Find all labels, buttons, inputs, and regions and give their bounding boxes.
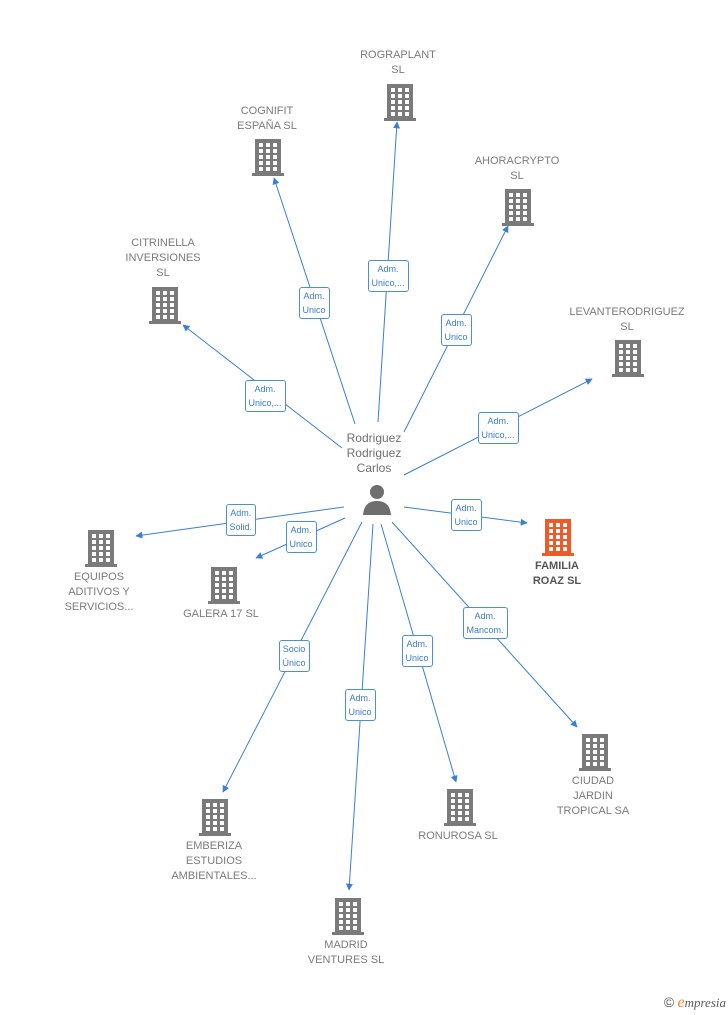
person-name[interactable]: Rodriguez Rodriguez Carlos bbox=[346, 431, 402, 475]
company-name-ciudad[interactable]: CIUDAD JARDIN TROPICAL SA bbox=[556, 775, 630, 817]
building-icon-ciudad[interactable] bbox=[579, 734, 611, 771]
company-name-levanterodriguez[interactable]: LEVANTERODRIGUEZ SL bbox=[569, 306, 685, 333]
company-name-citrinella[interactable]: CITRINELLA INVERSIONES SL bbox=[125, 237, 201, 279]
company-name-ahoracrypto[interactable]: AHORACRYPTO SL bbox=[474, 155, 560, 182]
relation-label-ronurosa[interactable]: Adm. Unico bbox=[401, 635, 433, 667]
relation-label-galera[interactable]: Adm. Unico bbox=[285, 521, 317, 553]
company-name-ronurosa[interactable]: RONUROSA SL bbox=[418, 830, 498, 842]
building-icon-citrinella[interactable] bbox=[149, 287, 181, 324]
company-name-galera[interactable]: GALERA 17 SL bbox=[183, 608, 259, 620]
company-name-cognifit[interactable]: COGNIFIT ESPAÑA SL bbox=[237, 105, 297, 132]
relation-label-emberiza[interactable]: Socio Único bbox=[278, 640, 310, 672]
relation-label-ciudad[interactable]: Adm. Mancom. bbox=[462, 607, 508, 639]
company-name-emberiza[interactable]: EMBERIZA ESTUDIOS AMBIENTALES... bbox=[171, 840, 257, 882]
relation-label-madrid[interactable]: Adm. Unico bbox=[344, 689, 376, 721]
relation-label-levanterodriguez[interactable]: Adm. Unico,... bbox=[477, 412, 519, 444]
building-icon-ahoracrypto[interactable] bbox=[502, 189, 534, 226]
relation-label-equipos[interactable]: Adm. Solid. bbox=[225, 504, 257, 536]
relation-label-citrinella[interactable]: Adm. Unico,... bbox=[244, 380, 286, 412]
relation-label-cognifit[interactable]: Adm. Unico bbox=[298, 287, 330, 319]
empresia-logo-text: mpresia bbox=[684, 995, 726, 1010]
company-name-familia[interactable]: FAMILIA ROAZ SL bbox=[532, 560, 582, 587]
relation-label-rograplant[interactable]: Adm. Unico,... bbox=[367, 260, 409, 292]
copyright-icon: © bbox=[663, 994, 675, 1010]
building-icon-ronurosa[interactable] bbox=[444, 789, 476, 826]
building-icon-galera[interactable] bbox=[208, 567, 240, 604]
building-icon-madrid[interactable] bbox=[332, 898, 364, 935]
person-icon[interactable] bbox=[363, 485, 391, 515]
building-icon-cognifit[interactable] bbox=[252, 139, 284, 176]
company-name-equipos[interactable]: EQUIPOS ADITIVOS Y SERVICIOS... bbox=[64, 571, 134, 613]
building-icon-equipos[interactable] bbox=[85, 530, 117, 567]
building-icon-emberiza[interactable] bbox=[199, 799, 231, 836]
empresia-logo-initial: e bbox=[677, 994, 685, 1011]
building-icon-rograplant[interactable] bbox=[384, 84, 416, 121]
relation-label-familia[interactable]: Adm. Unico bbox=[450, 499, 482, 531]
building-icon-levanterodriguez[interactable] bbox=[612, 340, 644, 377]
company-name-rograplant[interactable]: ROGRAPLANT SL bbox=[360, 49, 436, 76]
building-icon-familia[interactable] bbox=[542, 519, 574, 556]
copyright-notice: © empresia bbox=[664, 994, 726, 1012]
company-name-madrid[interactable]: MADRID VENTURES SL bbox=[307, 939, 385, 966]
relation-label-ahoracrypto[interactable]: Adm. Unico bbox=[440, 314, 472, 346]
